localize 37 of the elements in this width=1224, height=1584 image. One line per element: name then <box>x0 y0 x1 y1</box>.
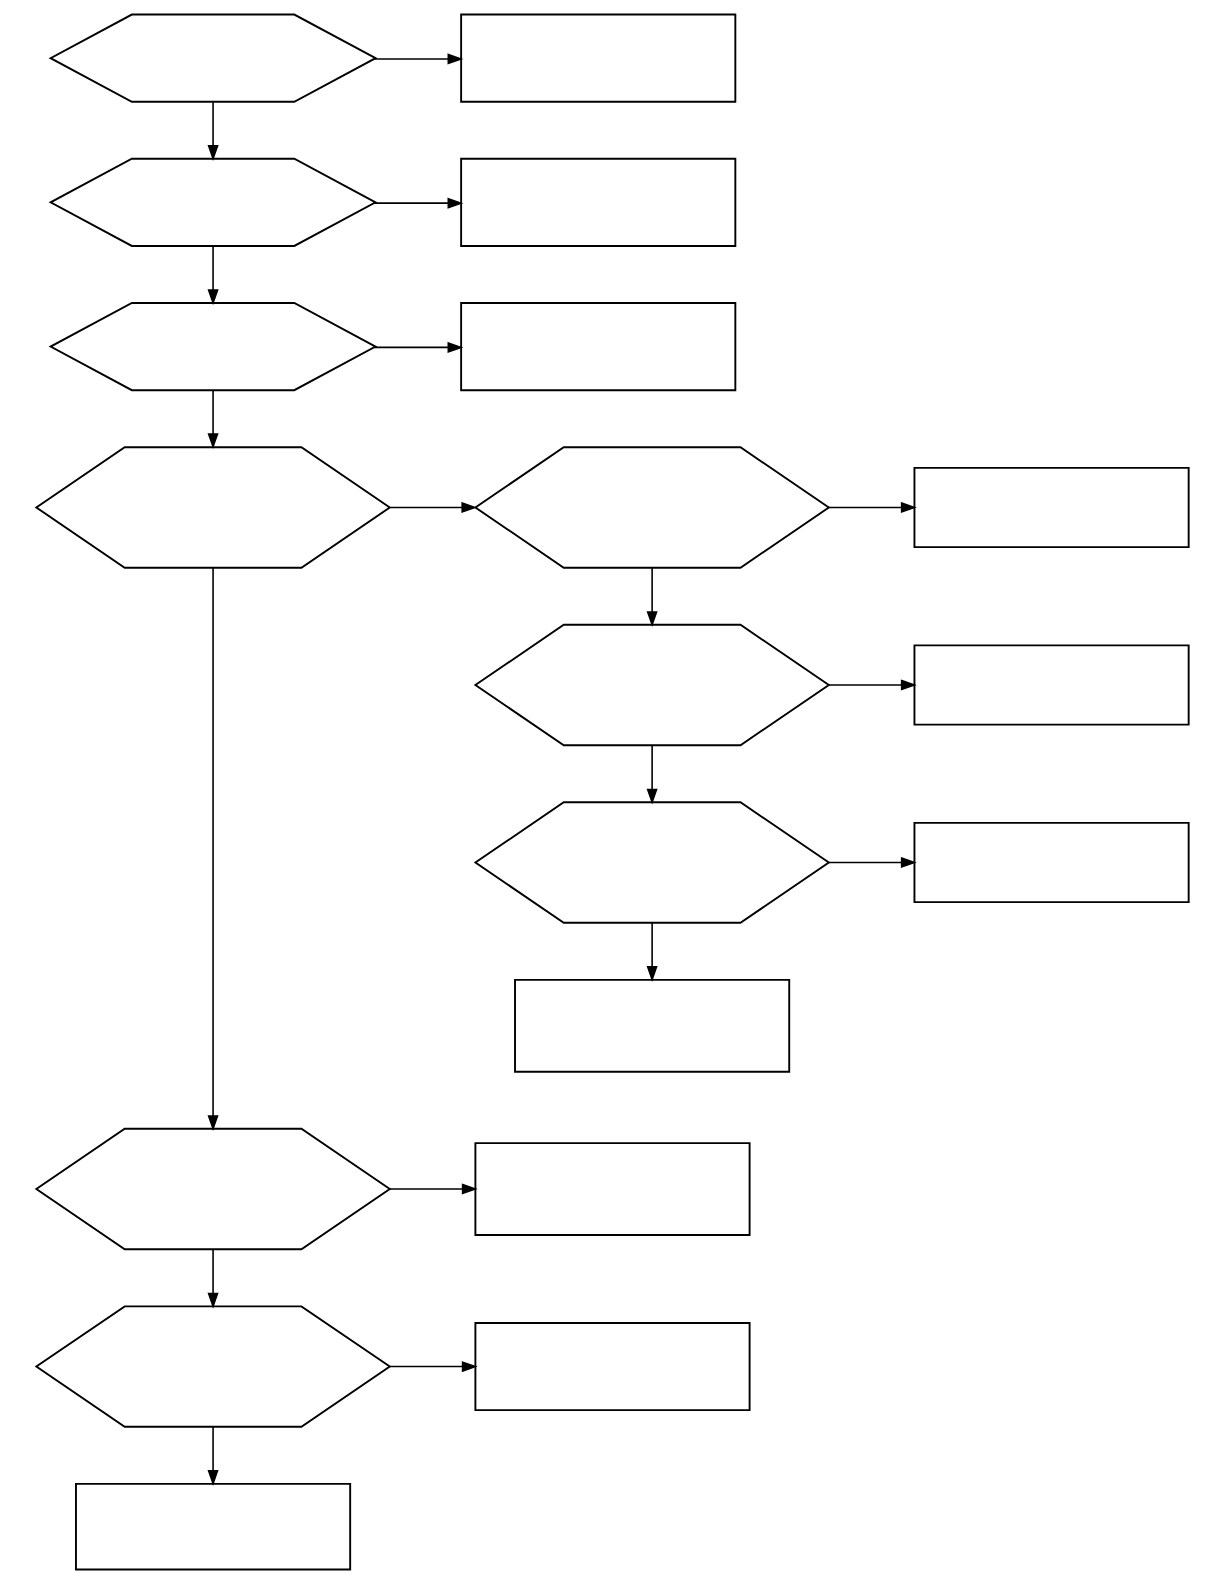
arrow <box>388 1361 478 1373</box>
arrow <box>646 744 658 805</box>
arrow <box>827 679 917 691</box>
node-hexagon <box>48 157 378 247</box>
node-hexagon <box>34 1305 391 1428</box>
arrow <box>207 389 219 450</box>
arrow <box>207 567 219 1132</box>
arrow <box>646 567 658 628</box>
arrow <box>372 53 463 65</box>
node-box <box>459 13 736 103</box>
node-hexagon <box>48 302 378 392</box>
node-box <box>913 466 1190 549</box>
node-hexagon <box>34 446 391 569</box>
node-hexagon <box>48 13 378 103</box>
arrow <box>372 197 463 209</box>
node-hexagon <box>473 446 831 569</box>
arrow <box>207 1248 219 1309</box>
arrow <box>372 341 463 353</box>
arrow <box>207 245 219 306</box>
node-box <box>513 978 790 1073</box>
arrow <box>646 922 658 982</box>
node-box <box>459 302 736 392</box>
arrow <box>388 1183 478 1195</box>
node-hexagon <box>473 623 831 747</box>
arrow <box>389 501 477 514</box>
arrow <box>207 101 219 161</box>
arrow <box>207 1426 219 1486</box>
node-box <box>913 644 1190 726</box>
node-box <box>913 821 1190 904</box>
arrow <box>827 857 917 869</box>
node-hexagon <box>473 801 831 924</box>
node-box <box>473 1322 751 1412</box>
node-box <box>459 157 736 247</box>
node-box <box>74 1482 351 1571</box>
node-hexagon <box>34 1127 391 1251</box>
node-box <box>473 1142 751 1236</box>
arrow <box>827 501 917 514</box>
